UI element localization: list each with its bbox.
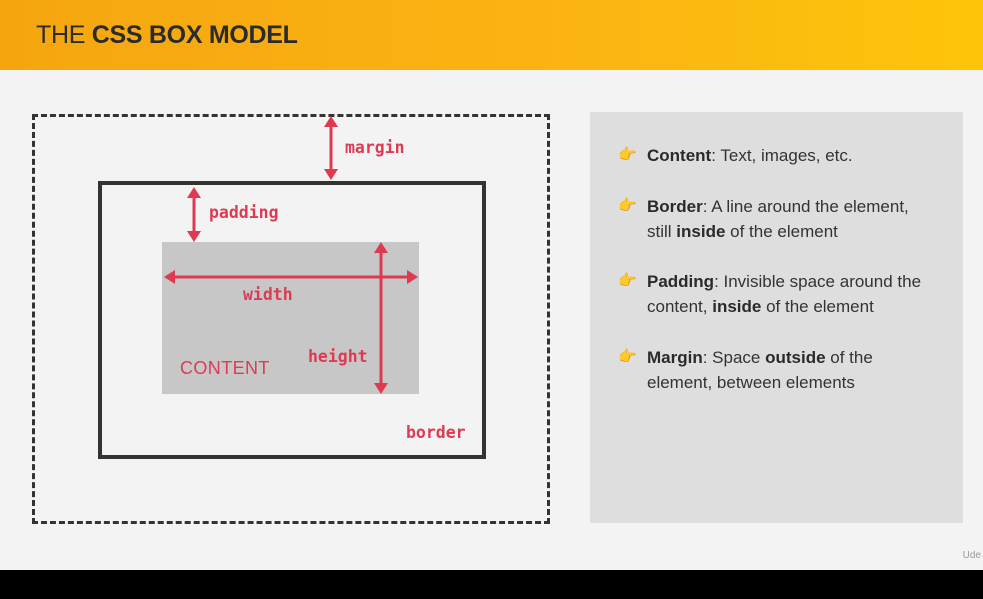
list-item: 👉 Content: Text, images, etc.: [618, 143, 938, 168]
content-label: CONTENT: [180, 358, 270, 378]
list-item-segment: content,: [647, 297, 713, 316]
list-item-line: content, inside of the element: [647, 294, 938, 319]
list-item-text: Content: Text, images, etc.: [647, 143, 938, 168]
list-item-segment: of the element: [761, 297, 874, 316]
content-box: [162, 242, 419, 394]
pointing-hand-icon: 👉: [618, 348, 637, 365]
pointing-hand-icon: 👉: [618, 146, 637, 163]
list-item-line: element, between elements: [647, 370, 938, 395]
pointing-hand-icon: 👉: [618, 197, 637, 214]
list-item-segment: still: [647, 222, 677, 241]
watermark: Ude: [962, 550, 981, 561]
list-item-line: Padding: Invisible space around the: [647, 269, 938, 294]
emphasis-text: inside: [676, 222, 726, 241]
pointing-hand-icon: 👉: [618, 272, 637, 289]
list-item-segment: : Space: [702, 348, 766, 367]
list-item-segment: : Invisible space around the: [714, 272, 922, 291]
margin-label: margin: [345, 138, 405, 157]
height-label: height: [308, 347, 368, 366]
emphasis-text: outside: [765, 348, 826, 367]
padding-label: padding: [209, 203, 279, 222]
list-item-segment: of the: [825, 348, 873, 367]
list-item-line: Border: A line around the element,: [647, 194, 938, 219]
width-label: width: [243, 285, 293, 304]
list-item: 👉 Margin: Space outside of the element, be…: [618, 345, 938, 395]
margin-box: [32, 114, 550, 524]
border-label: border: [406, 423, 466, 442]
border-box: [98, 181, 486, 459]
list-item-line: Margin: Space outside of the: [647, 345, 938, 370]
list-item-segment: of the element: [725, 222, 838, 241]
list-item-term: Padding: [647, 272, 715, 291]
list-item-segment: : Text, images, etc.: [711, 146, 853, 165]
list-item-segment: element, between elements: [647, 373, 855, 392]
list-item-line: still inside of the element: [647, 219, 938, 244]
emphasis-text: inside: [712, 297, 762, 316]
title-light: THE: [36, 21, 86, 49]
list-item-segment: : A line around the element,: [702, 197, 909, 216]
list-item-text: Border: A line around the element,still …: [647, 194, 938, 244]
page-title: THE CSS BOX MODEL: [36, 21, 298, 50]
slide: THE CSS BOX MODEL margin padding wi: [0, 0, 983, 570]
list-item-term: Margin: [647, 348, 703, 367]
list-item: 👉Border: A line around the element,still…: [618, 194, 938, 244]
list-item-text: Margin: Space outside of the element, bet…: [647, 345, 938, 395]
list-item-term: Border: [647, 197, 703, 216]
title-bold: CSS BOX MODEL: [91, 21, 298, 49]
explanation-panel: 👉 Content: Text, images, etc. 👉 Border: A …: [590, 112, 963, 523]
header-bar: THE CSS BOX MODEL: [0, 0, 983, 70]
list-item-line: Content: Text, images, etc.: [647, 143, 938, 168]
list-item-term: Content: [647, 146, 712, 165]
